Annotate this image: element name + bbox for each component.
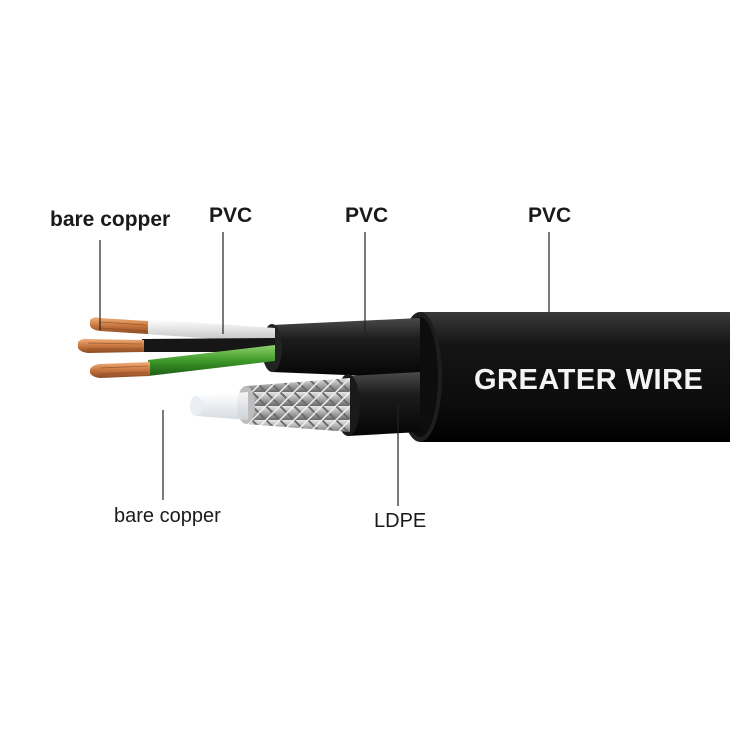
label-bare-copper-top: bare copper [50, 208, 171, 231]
label-pvc-outer: PVC [528, 204, 572, 227]
label-bare-copper-bottom: bare copper [114, 505, 221, 527]
braided-shield [237, 378, 350, 432]
label-ldpe: LDPE [374, 510, 427, 532]
label-pvc-middle: PVC [345, 204, 389, 227]
power-cores [142, 319, 275, 376]
label-pvc-inner: PVC [209, 204, 253, 227]
inner-jacket [262, 318, 420, 378]
bare-copper-strands [78, 317, 150, 378]
leader-lines [99, 232, 550, 506]
brand-text: GREATER WIRE [474, 364, 704, 396]
